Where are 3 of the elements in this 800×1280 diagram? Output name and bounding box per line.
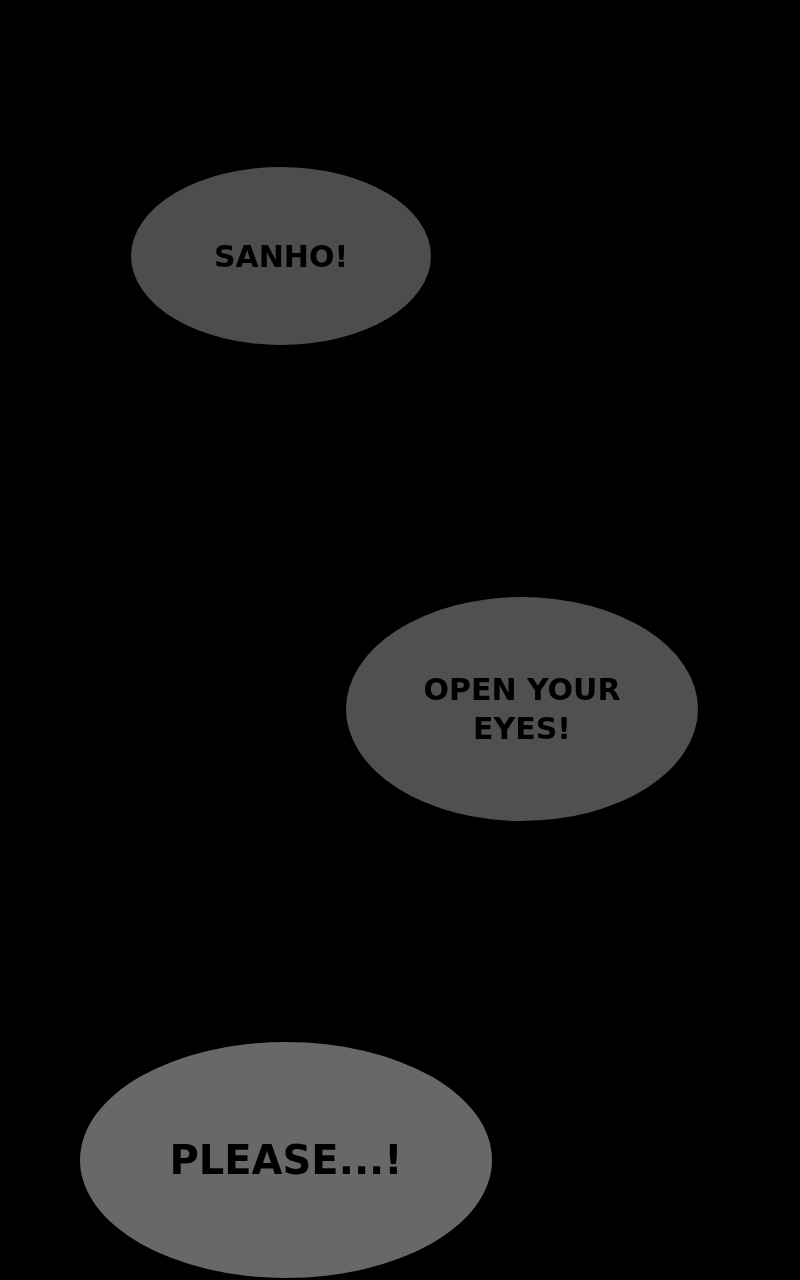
speech-text: SANHO! <box>213 237 349 276</box>
speech-text: OPEN YOUR EYES! <box>422 671 622 748</box>
speech-text: PLEASE...! <box>169 1136 403 1185</box>
